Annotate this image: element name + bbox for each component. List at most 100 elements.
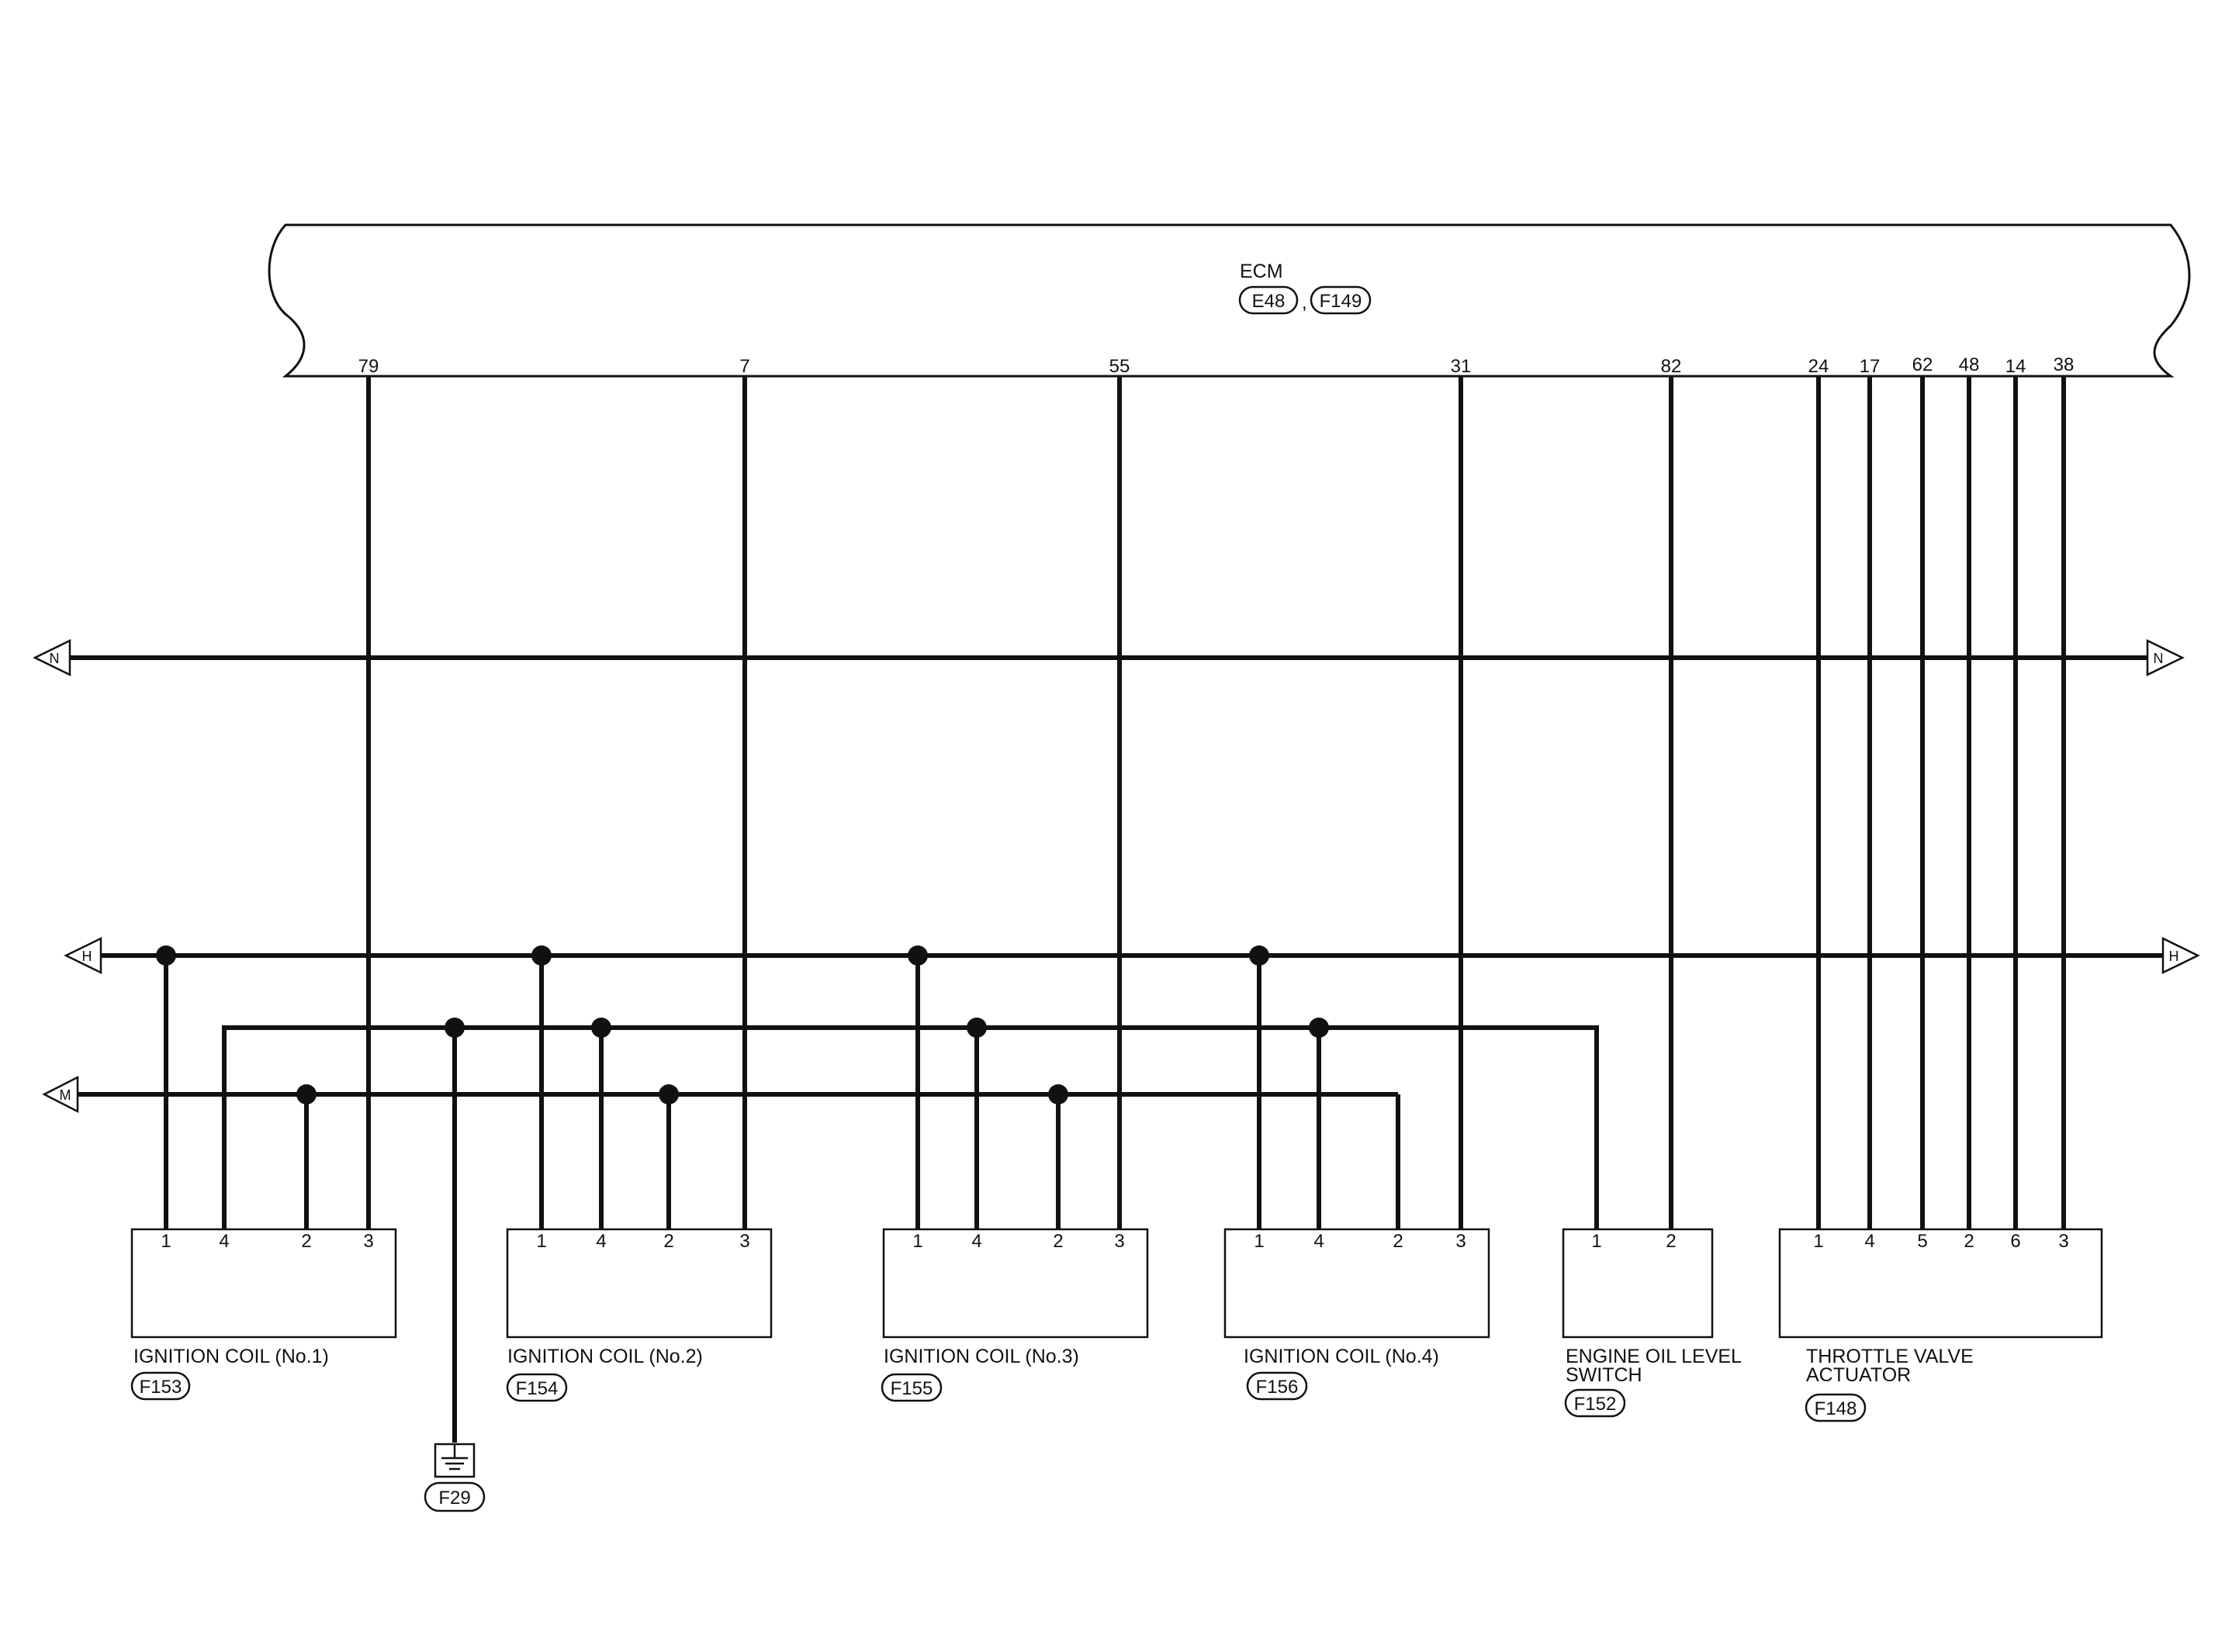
coil3-pin: 4 [971, 1231, 981, 1252]
coil2-pin: 3 [739, 1231, 749, 1252]
coil1-pin: 4 [219, 1231, 229, 1252]
bus-m-left-label: M [60, 1087, 71, 1103]
bus-h-left-label: H [82, 949, 92, 964]
coil1-pin: 3 [363, 1231, 373, 1252]
throttle-pin: 5 [1917, 1231, 1927, 1252]
bus-n-right-marker [2146, 638, 2185, 677]
throttle-box [1778, 1228, 2103, 1339]
coil4-connector: F156 [1256, 1377, 1299, 1398]
component-pins: 1 4 2 3 1 4 2 3 1 4 2 3 1 4 2 3 1 2 1 4 … [161, 1231, 2068, 1252]
ecm-terminal-14: 14 [2005, 356, 2026, 377]
junction-dot [1048, 1084, 1068, 1104]
bus-h-right-marker [2161, 936, 2200, 975]
bus-h-left-marker [64, 936, 102, 975]
coil3-connector: F155 [891, 1378, 933, 1399]
coil4-box [1223, 1228, 1490, 1339]
oil-switch-pin: 1 [1591, 1231, 1601, 1252]
ecm-terminal-82: 82 [1661, 356, 1682, 377]
coil3-label: IGNITION COIL (No.3) [884, 1346, 1079, 1367]
throttle-connector-badge [1805, 1393, 1867, 1422]
oil-switch-label-line1: ENGINE OIL LEVEL [1566, 1346, 1742, 1367]
throttle-label-line2: ACTUATOR [1806, 1364, 1911, 1386]
component-boxes [130, 1228, 2103, 1339]
coil1-connector-badge [130, 1371, 191, 1401]
junction-dot [1309, 1018, 1329, 1038]
ecm-terminal-17: 17 [1860, 356, 1881, 377]
junction-dot [1249, 945, 1269, 966]
oil-switch-pin: 2 [1666, 1231, 1676, 1252]
ecm-connector-1: E48 [1252, 291, 1286, 312]
bus-n-left-marker [33, 638, 71, 677]
coil4-label: IGNITION COIL (No.4) [1244, 1346, 1439, 1367]
bus-n-right-label: N [2154, 651, 2164, 666]
junction-dot [156, 945, 176, 966]
coil1-label: IGNITION COIL (No.1) [133, 1346, 329, 1367]
bus-lines [70, 655, 2163, 1235]
coil2-pin: 2 [663, 1231, 673, 1252]
throttle-pin: 3 [2058, 1231, 2068, 1252]
common-wire-line [222, 1025, 1599, 1235]
ecm-terminal-7: 7 [739, 356, 749, 377]
coil3-box [882, 1228, 1149, 1339]
ecm-connector-separator: , [1302, 292, 1307, 313]
bus-m-left-marker [42, 1075, 79, 1114]
ecm-connector-2: F149 [1320, 291, 1362, 312]
bus-n-left-label: N [50, 651, 60, 666]
coil2-connector-badge [506, 1373, 568, 1402]
ground-connector: F29 [438, 1488, 470, 1509]
ecm-block: ECM E48 , F149 79 7 55 31 82 24 17 62 48… [268, 223, 2191, 378]
junction-dot [296, 1084, 317, 1104]
coil2-connector: F154 [516, 1378, 559, 1399]
throttle-pin: 4 [1864, 1231, 1874, 1252]
coil2-pin: 4 [596, 1231, 606, 1252]
bus-h-right-label: H [2169, 949, 2179, 964]
junction-dot [908, 945, 928, 966]
ground-icon [441, 1444, 468, 1471]
throttle-pin: 2 [1964, 1231, 1974, 1252]
ecm-connector-badge-1 [1238, 285, 1299, 315]
junction-dot [967, 1018, 987, 1038]
junction-dot [659, 1084, 679, 1104]
oil-switch-box [1562, 1228, 1714, 1339]
coil1-connector: F153 [140, 1377, 182, 1398]
ground-symbol: F29 [424, 1443, 486, 1512]
coil4-pin: 3 [1455, 1231, 1466, 1252]
vertical-wires [164, 376, 2066, 1443]
coil4-pin: 4 [1313, 1231, 1324, 1252]
coil1-pin: 1 [161, 1231, 171, 1252]
coil2-pin: 1 [536, 1231, 546, 1252]
ecm-terminal-48: 48 [1959, 354, 1980, 375]
coil2-label: IGNITION COIL (No.2) [507, 1346, 703, 1367]
oil-switch-connector: F152 [1574, 1394, 1617, 1415]
coil1-box [130, 1228, 397, 1339]
ecm-terminal-55: 55 [1109, 356, 1130, 377]
junction-dot [445, 1018, 465, 1038]
throttle-pin: 1 [1813, 1231, 1823, 1252]
coil3-pin: 2 [1053, 1231, 1063, 1252]
ecm-terminal-62: 62 [1912, 354, 1933, 375]
coil1-pin: 2 [301, 1231, 311, 1252]
throttle-label-line1: THROTTLE VALVE [1806, 1346, 1974, 1367]
ground-connector-badge [424, 1481, 486, 1512]
ecm-terminal-24: 24 [1808, 356, 1829, 377]
coil3-connector-badge [881, 1373, 943, 1402]
oil-switch-connector-badge [1564, 1388, 1626, 1418]
coil3-pin: 1 [912, 1231, 922, 1252]
coil4-pin: 2 [1393, 1231, 1403, 1252]
ecm-terminal-38: 38 [2054, 354, 2075, 375]
coil2-box [506, 1228, 773, 1339]
oil-switch-label-line2: SWITCH [1566, 1364, 1642, 1386]
ecm-terminal-31: 31 [1451, 356, 1472, 377]
ecm-title: ECM [1240, 261, 1283, 282]
junction-dots [156, 945, 1329, 1104]
junction-dot [591, 1018, 611, 1038]
ecm-terminal-79: 79 [358, 356, 379, 377]
ecm-connector-badge-2 [1310, 285, 1372, 315]
component-labels: IGNITION COIL (No.1) F153 IGNITION COIL … [130, 1346, 1974, 1422]
bus-markers: N N H H M [33, 638, 2200, 1114]
throttle-connector: F148 [1815, 1398, 1857, 1419]
throttle-pin: 6 [2010, 1231, 2020, 1252]
junction-dot [531, 945, 552, 966]
coil4-pin: 1 [1254, 1231, 1264, 1252]
